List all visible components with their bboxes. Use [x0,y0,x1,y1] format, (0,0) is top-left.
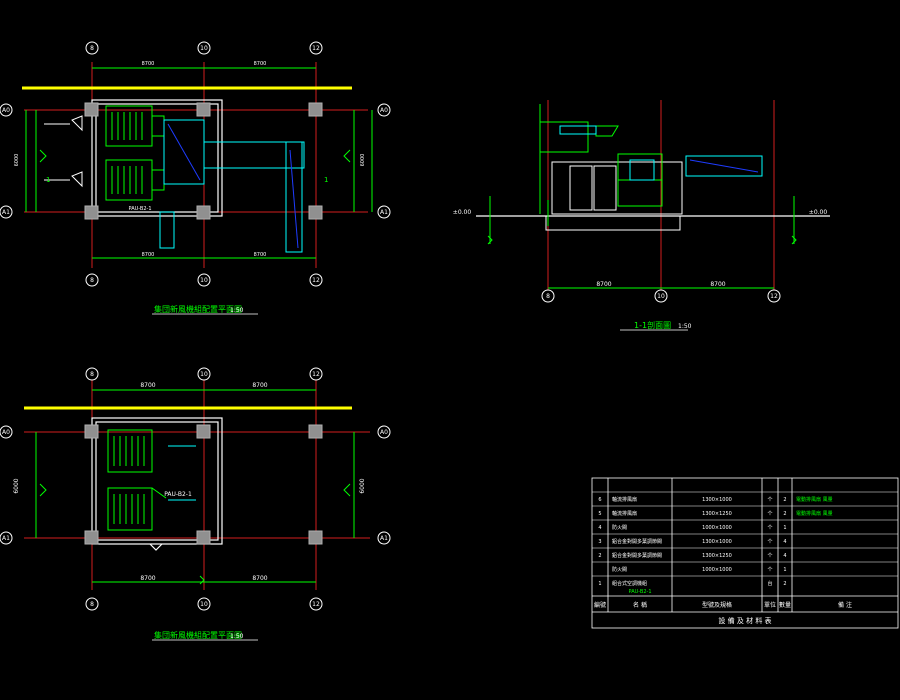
schedule-cell-no: 6 [598,497,601,503]
schedule-cell-name: 鋁合金對開多葉調節閥 [612,538,662,545]
schedule-header-unit: 單位 [764,601,776,609]
dim-span-1-bottom: 8700 [142,252,155,258]
grid-bubble-a1: A1 [2,209,10,216]
lower-dim-height-right: 6000 [359,478,366,493]
plan-bottom-scale: 1:50 [230,633,244,640]
schedule-unit-tag: PAU-B2-1 [629,589,652,595]
lower-dim-span-2: 8700 [252,382,267,389]
schedule-cell-name: 組合式空調機組 [612,580,647,587]
schedule-header-spec: 型號及規格 [702,601,732,609]
schedule-cell-spec: 1300×1250 [702,511,732,517]
schedule-cell-unit: 个 [767,525,772,531]
lower-dim-span-2-bottom: 8700 [252,575,267,582]
schedule-header-no: 編號 [594,601,606,609]
lower-dim-span-1-bottom: 8700 [140,575,155,582]
section-grid-bubble-12: 12 [770,293,778,300]
schedule-cell-unit: 个 [767,497,772,503]
schedule-header-note: 備 注 [838,601,852,609]
section-title: 1-1剖面圖 [634,320,671,330]
schedule-header-name: 名 稱 [633,601,647,609]
plan-top-scale: 1:50 [230,307,244,314]
section-dim-span-1: 8700 [596,281,611,288]
grid-bubble-a1-lower-right: A1 [380,535,388,542]
schedule-cell-name: 軸流排風扇 [612,510,637,517]
grid-bubble-12-lower-bottom: 12 [312,601,320,608]
schedule-cell-name: 防火閥 [612,566,627,573]
grid-bubble-10: 10 [200,45,208,52]
dim-height-right: 6000 [360,154,366,167]
section-grid-bubble-8: 8 [546,293,550,300]
grid-bubble-8-lower: 8 [90,371,94,378]
schedule-cell-spec: 1000×1000 [702,567,732,573]
grid-bubble-12-lower: 12 [312,371,320,378]
grid-bubble-10-bottom: 10 [200,277,208,284]
schedule-cell-unit: 个 [767,511,772,517]
grid-bubble-10-lower: 10 [200,371,208,378]
dim-span-2: 8700 [254,61,267,67]
section-view: 8 10 12 8700 8700 ±0.00 ±0.00 1-1剖面圖 1:5… [453,100,830,331]
grid-bubble-a1-right: A1 [380,209,388,216]
section-mark-left: 1 [46,176,50,184]
schedule-cell-unit: 个 [767,539,772,545]
schedule-cell-note: 電動排風扇 風量 [796,496,833,503]
schedule-cell-qty: 1 [783,567,786,573]
unit-label: PAU-B2-1 [129,206,152,212]
schedule-cell-unit: 个 [767,567,772,573]
grid-bubble-a0-lower: A0 [2,429,10,436]
schedule-cell-spec: 1300×1250 [702,553,732,559]
schedule-cell-note: 電動排風扇 風量 [796,510,833,517]
schedule-cell-qty: 4 [783,553,786,559]
lower-unit-label: PAU-B2-1 [164,491,192,498]
schedule-header-qty: 數量 [779,601,791,609]
section-grid-bubble-10: 10 [657,293,665,300]
section-mark-right: 1 [324,176,328,184]
schedule-cell-qty: 4 [783,539,786,545]
dim-span-2-bottom: 8700 [254,252,267,258]
grid-bubble-12: 12 [312,45,320,52]
schedule-cell-name: 鋁合金對開多葉調節閥 [612,552,662,559]
grid-bubble-a0: A0 [2,107,10,114]
schedule-cell-qty: 2 [783,511,786,517]
plan-top-title: 集団新風機組配置平面圖 [154,304,242,314]
section-elev-left: ±0.00 [453,209,472,216]
grid-bubble-8-lower-bottom: 8 [90,601,94,608]
schedule-cell-no: 2 [598,553,601,559]
schedule-cell-qty: 2 [783,581,786,587]
schedule-cell-name: 軸流排風扇 [612,496,637,503]
schedule-cell-no: 3 [598,539,601,545]
schedule-cell-no: 1 [598,581,601,587]
section-elev-right: ±0.00 [809,209,828,216]
section-scale: 1:50 [678,323,692,330]
plan-top: 8 10 12 8 10 12 A0 A1 A0 A1 8700 8700 87… [0,41,391,315]
lower-dim-span-1: 8700 [140,382,155,389]
dim-span-1: 8700 [142,61,155,67]
schedule-cell-qty: 1 [783,525,786,531]
schedule-cell-qty: 2 [783,497,786,503]
schedule-cell-unit: 个 [767,553,772,559]
plan-bottom: 8 10 12 8 10 12 A0 A1 A0 A1 8700 8700 87… [0,367,391,641]
grid-bubble-a0-lower-right: A0 [380,429,388,436]
grid-bubble-a1-lower: A1 [2,535,10,542]
section-dim-span-2: 8700 [710,281,725,288]
lower-dim-height: 6000 [13,478,20,493]
schedule-cell-name: 防火閥 [612,524,627,531]
schedule-cell-no: 5 [598,511,601,517]
grid-bubble-12-bottom: 12 [312,277,320,284]
schedule-cell-no: 4 [598,525,601,531]
schedule-cell-spec: 1300×1000 [702,539,732,545]
grid-bubble-8: 8 [90,45,94,52]
grid-bubble-8-bottom: 8 [90,277,94,284]
equipment-schedule: 6 軸流排風扇 1300×1000 个 2 電動排風扇 風量 5 軸流排風扇 1300×1250… [591,477,899,629]
plan-bottom-title: 集団新風機組配置平面圖 [154,630,242,640]
schedule-cell-spec: 1000×1000 [702,525,732,531]
grid-bubble-a0-right: A0 [380,107,388,114]
schedule-cell-spec: 1300×1000 [702,497,732,503]
schedule-title: 設 備 及 材 料 表 [718,616,771,625]
dim-height: 6000 [14,154,20,167]
grid-bubble-10-lower-bottom: 10 [200,601,208,608]
schedule-cell-unit: 台 [767,580,772,587]
